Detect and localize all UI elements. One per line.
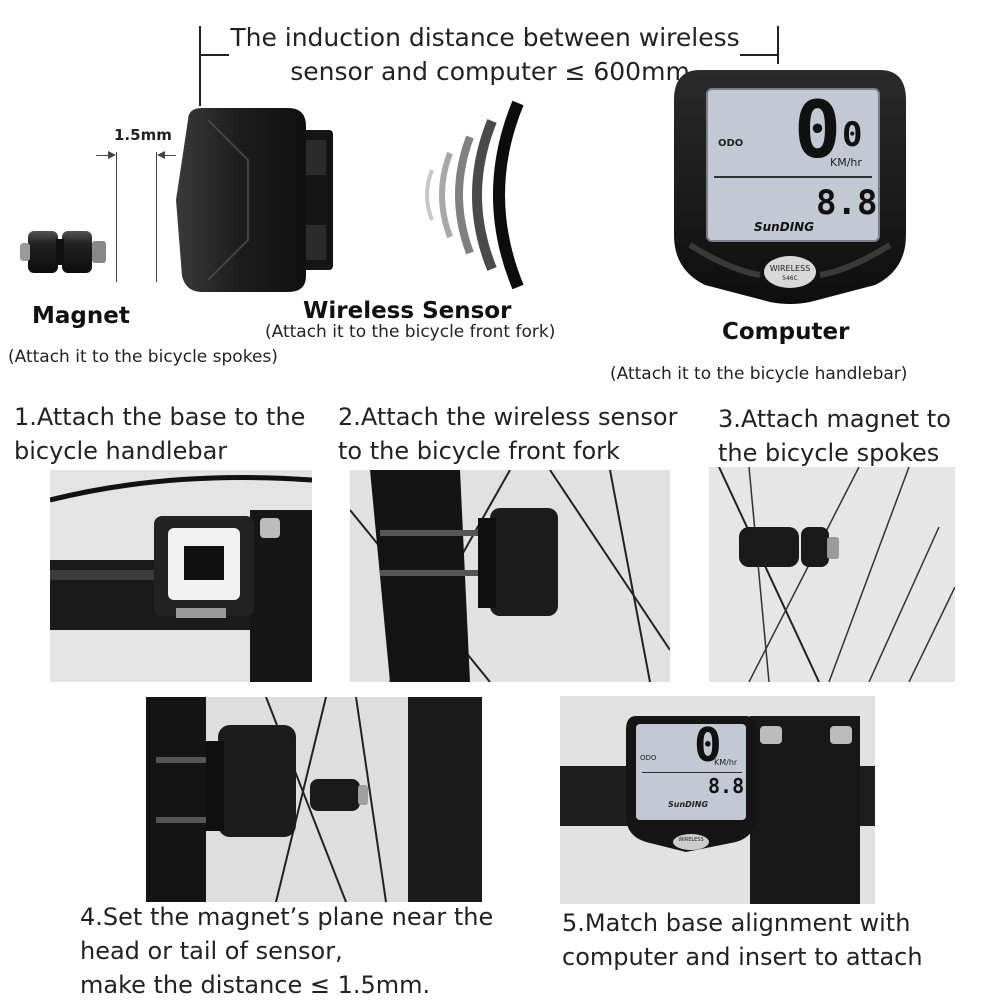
distance-caption-line2: sensor and computer ≤ 600mm <box>290 57 690 86</box>
photo-step-3-magnet-on-spoke <box>709 467 955 682</box>
sensor-title: Wireless Sensor <box>303 298 512 324</box>
distance-bracket-top-right <box>740 54 779 56</box>
signal-waves-icon <box>425 100 524 290</box>
magnet-image <box>20 231 106 273</box>
lcd-speed-big: 0 <box>794 86 841 176</box>
distance-caption-line1: The induction distance between wireless <box>230 23 740 52</box>
magnet-title: Magnet <box>32 303 130 329</box>
distance-bracket-left <box>199 26 201 106</box>
lcd-bottom-readout: 8.8 <box>816 183 878 223</box>
photo5-speed: 0 <box>694 718 722 772</box>
photo5-badge: WIRELESS <box>678 837 704 843</box>
lcd-speed-small: 0 <box>842 115 863 155</box>
photo5-bottom: 8.8 <box>708 774 745 798</box>
photo-step-4-sensor-magnet-distance <box>146 697 482 902</box>
magnet-note: (Attach it to the bicycle spokes) <box>8 347 278 367</box>
computer-title: Computer <box>722 319 850 345</box>
photo-step-1-handlebar-base <box>50 470 312 682</box>
sensor-note: (Attach it to the bicycle front fork) <box>265 322 556 342</box>
computer-model: 546C <box>782 275 798 282</box>
computer-lcd: ODO 0 0 KM/hr 8.8 SunDING <box>706 88 880 242</box>
distance-bracket-right <box>777 26 779 64</box>
computer-note: (Attach it to the bicycle handlebar) <box>610 364 908 384</box>
lcd-odo: ODO <box>718 138 744 149</box>
distance-bracket-top <box>199 54 229 56</box>
wireless-sensor-image <box>176 108 333 292</box>
photo-step-2-sensor-on-fork <box>350 470 670 682</box>
photo5-unit: KM/hr <box>714 758 738 767</box>
magnet-gap-label: 1.5mm <box>114 126 172 144</box>
lcd-brand: SunDING <box>754 220 815 234</box>
computer-device: ODO 0 0 KM/hr 8.8 SunDING WIRELESS 546C <box>670 70 910 305</box>
photo5-odo: ODO <box>640 754 657 762</box>
photo5-brand: SunDING <box>668 800 709 809</box>
computer-wireless-badge: WIRELESS <box>769 264 811 273</box>
lcd-unit: KM/hr <box>830 156 862 169</box>
photo-step-5-computer-on-handlebar: ODO 0 KM/hr 8.8 SunDING WIRELESS <box>560 696 875 904</box>
magnet-gap-marker: 1.5mm <box>96 122 176 282</box>
